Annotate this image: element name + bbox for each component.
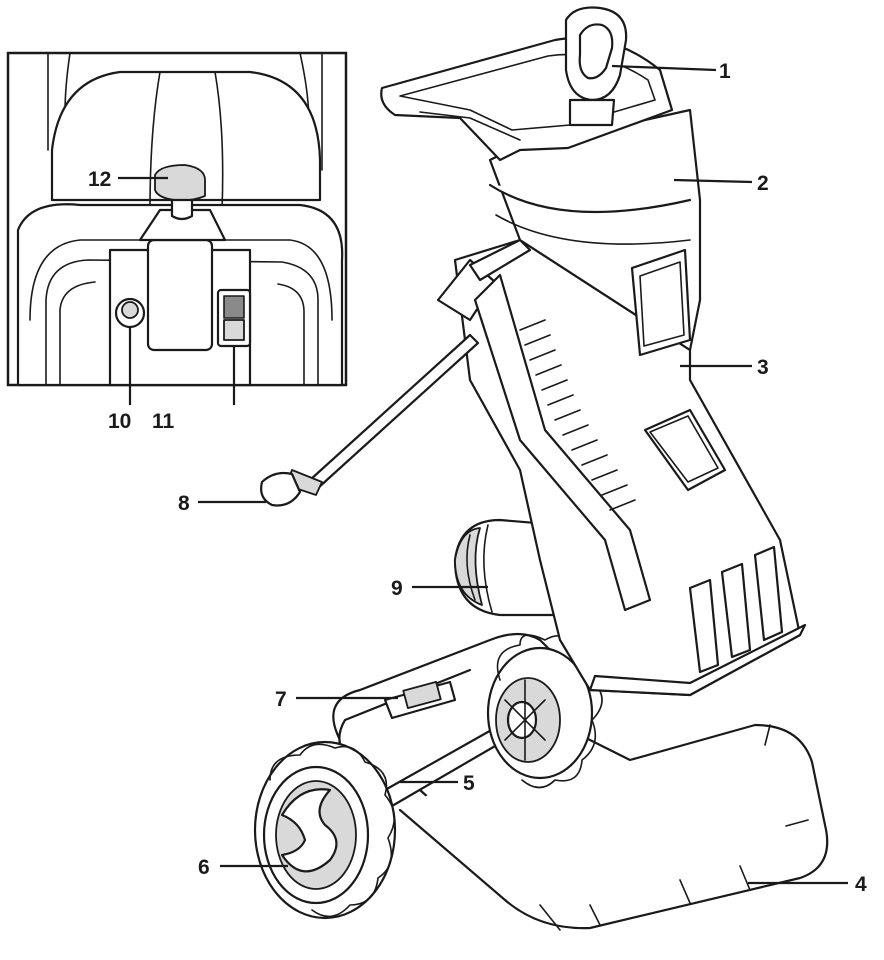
detail-inset bbox=[6, 51, 348, 387]
shredder-illustration bbox=[253, 6, 829, 931]
callout-7: 7 bbox=[275, 688, 287, 711]
callout-12: 12 bbox=[88, 168, 111, 191]
wheel-front bbox=[253, 740, 397, 920]
callout-10: 10 bbox=[108, 410, 131, 433]
leader-lines bbox=[118, 64, 848, 885]
callout-labels: 1 2 3 4 5 6 7 8 9 10 11 12 bbox=[88, 60, 867, 896]
wheel-rear bbox=[486, 634, 603, 789]
callout-1: 1 bbox=[719, 60, 731, 83]
callout-4: 4 bbox=[855, 873, 867, 896]
callout-5: 5 bbox=[463, 772, 475, 795]
callout-9: 9 bbox=[391, 577, 403, 600]
callout-6: 6 bbox=[198, 856, 210, 879]
callout-8: 8 bbox=[178, 492, 190, 515]
callout-3: 3 bbox=[757, 356, 769, 379]
callout-2: 2 bbox=[757, 172, 769, 195]
callout-11: 11 bbox=[152, 410, 175, 433]
